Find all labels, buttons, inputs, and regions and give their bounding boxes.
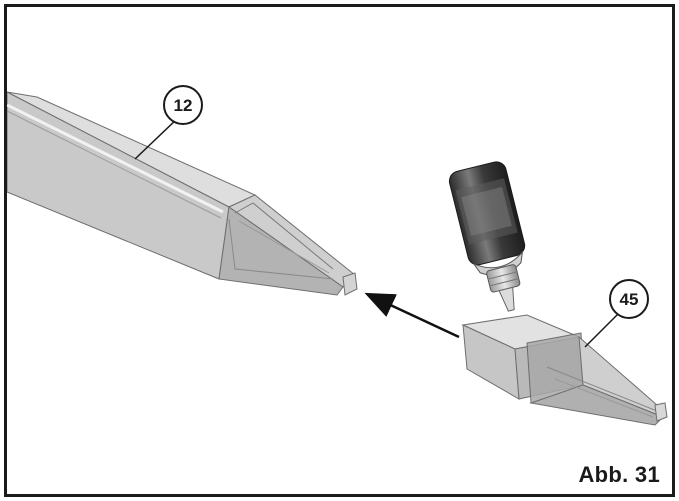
callout-12: 12	[134, 85, 203, 160]
assembly-arrow	[364, 292, 460, 339]
callout-12-label: 12	[174, 96, 193, 115]
connector-part-45	[461, 314, 668, 426]
assembly-illustration: 12 45	[7, 85, 668, 426]
tube-part-12	[7, 91, 358, 296]
figure-frame: 12 45 Abb. 31	[4, 4, 675, 497]
callout-45: 45	[584, 279, 649, 348]
callout-45-label: 45	[620, 290, 639, 309]
figure-label: Abb. 31	[578, 462, 660, 487]
glue-bottle	[448, 161, 526, 312]
